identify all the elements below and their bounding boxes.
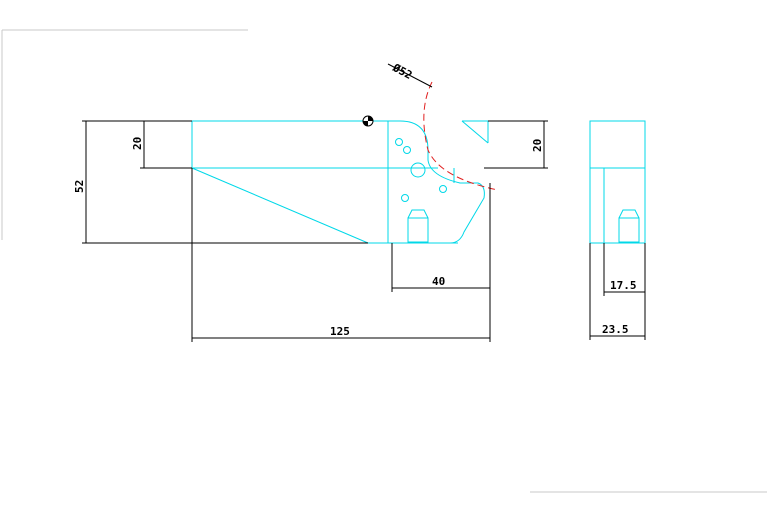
front-view-outline [191, 120, 489, 244]
dimension-23-5-label: 23.5 [602, 323, 629, 336]
center-mark-icon [362, 115, 374, 127]
dimension-20-right-label: 20 [531, 139, 544, 152]
dimension-40: 40 [391, 183, 491, 342]
dimension-52: 52 [73, 120, 368, 244]
dimension-125: 125 [191, 168, 490, 342]
diameter-label: Ø52 [390, 61, 415, 82]
dimension-40-label: 40 [432, 275, 445, 288]
dimension-20-left: 20 [131, 121, 192, 169]
dimension-23-5: 23.5 [589, 243, 645, 340]
side-view-outline [589, 120, 646, 244]
dimension-125-label: 125 [330, 325, 350, 338]
dimension-20-left-label: 20 [131, 137, 144, 150]
dimension-20-right: 20 [484, 120, 548, 169]
dimension-17-5: 17.5 [603, 243, 646, 340]
diameter-leader: Ø52 [387, 61, 433, 88]
dimension-52-label: 52 [73, 180, 86, 193]
sheet-border [1, 29, 767, 493]
dimension-17-5-label: 17.5 [610, 279, 637, 292]
diameter-arc [423, 81, 499, 191]
